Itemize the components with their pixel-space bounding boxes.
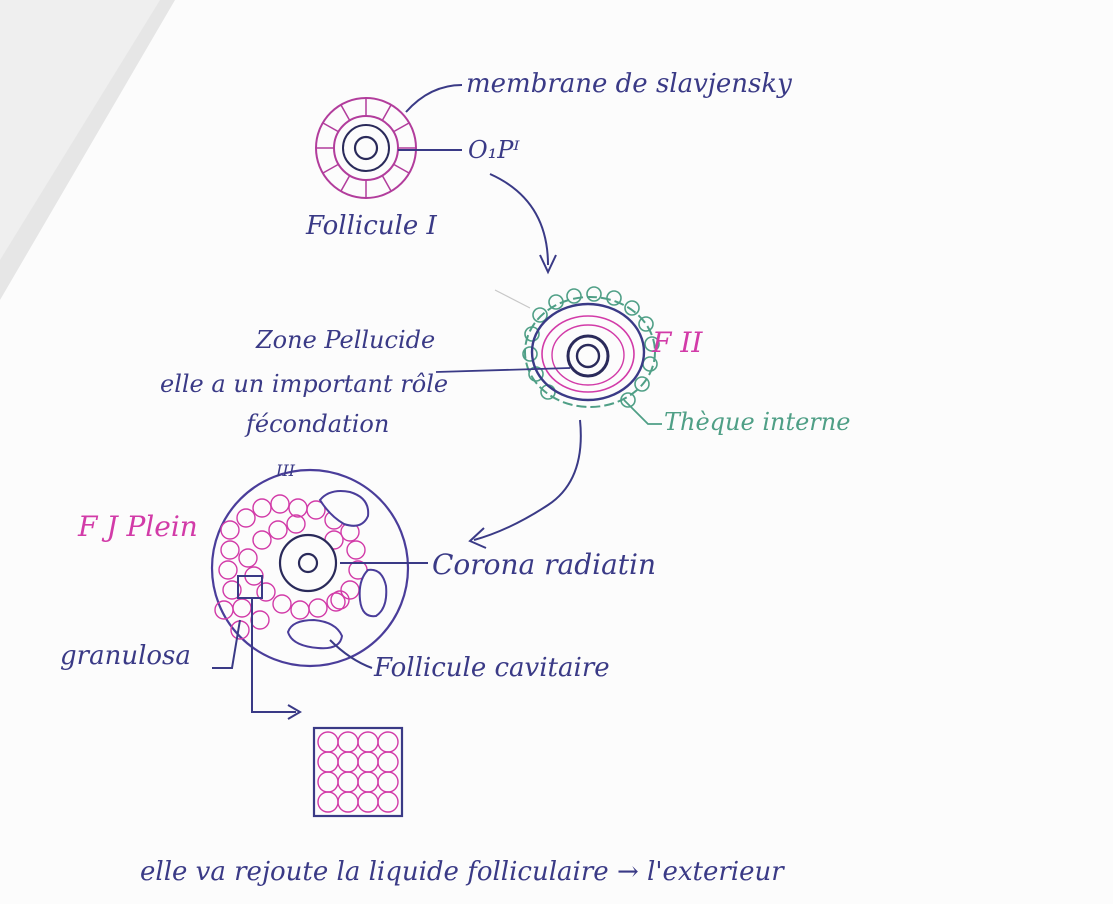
zona-leader-line: [435, 367, 571, 373]
antrum-cavity-top: [318, 490, 370, 527]
label-granulosa: granulosa: [60, 641, 191, 671]
sample-arrow: [251, 598, 296, 713]
f2-oocyte-nucleus: [575, 343, 601, 369]
f2-basal-membrane: [530, 302, 646, 402]
antrum-cavity-bottom: [286, 618, 344, 650]
label-follicule-1: Follicule I: [305, 211, 437, 241]
secondary-follicle: [494, 286, 660, 408]
f2-granulosa-outer: [541, 315, 635, 393]
label-follicule-cavitaire: Follicule cavitaire: [373, 653, 610, 683]
label-membrane: membrane de slavjensky: [466, 69, 792, 99]
cavitary-follicle: [210, 468, 410, 668]
granulosa-leader-line: [212, 619, 241, 669]
primary-oocyte-nucleus: [353, 135, 379, 161]
label-f-plein: F J Plein: [77, 510, 198, 543]
enlarged-granulosa: [312, 726, 404, 818]
enlarged-cells: [317, 731, 399, 813]
primary-follicle-cells: [316, 98, 416, 198]
label-role-line1: elle a un important rôle: [160, 370, 448, 398]
theque-leader-line: [623, 399, 662, 425]
f-plein-nucleus: [297, 552, 319, 574]
cavitaire-leader-line: [329, 639, 373, 669]
label-op1: O₁Pᴵ: [468, 136, 520, 164]
label-f2: F II: [651, 326, 703, 359]
arrow-to-f2-head: [539, 254, 557, 275]
granulosa-cells: [214, 494, 368, 640]
label-bottom-note: elle va rejoute la liquide folliculaire …: [140, 857, 785, 887]
f2-faint-mark: [494, 289, 531, 309]
membrane-leader-line: [405, 84, 463, 113]
f2-granulosa-inner: [551, 324, 625, 386]
arrow-to-f-plein-head: [468, 527, 487, 549]
arrow-to-f-plein: [473, 419, 582, 541]
paper-fold-highlight: [0, 0, 160, 260]
enlarged-box: [312, 726, 404, 818]
theca-cells: [522, 286, 660, 408]
label-iii: III: [275, 461, 296, 480]
label-zone-pellucide: Zone Pellucide: [255, 326, 435, 354]
f-plein-outer: [210, 468, 410, 668]
granulosa-sample-square: [237, 575, 263, 599]
theca-interna-ring: [524, 296, 656, 408]
sample-arrow-head: [287, 704, 302, 720]
primary-follicle: [315, 97, 417, 199]
label-role-line2: fécondation: [244, 410, 389, 438]
label-theque-interne: Thèque interne: [664, 408, 850, 436]
f-plein-oocyte: [278, 533, 338, 593]
f2-zona-pellucida: [566, 334, 610, 378]
primary-oocyte-membrane: [342, 124, 390, 172]
antrum-cavity-right: [358, 568, 388, 618]
arrow-to-f2: [489, 173, 549, 266]
label-corona-radiatin: Corona radiatin: [432, 548, 656, 581]
